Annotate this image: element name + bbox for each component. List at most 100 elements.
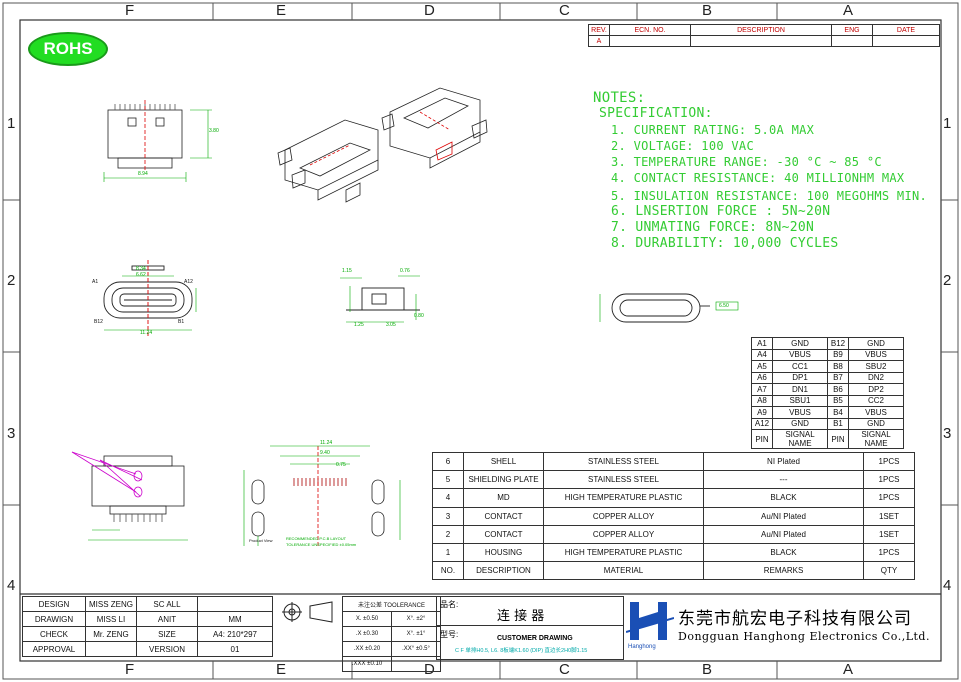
pin-cell: GND: [772, 417, 828, 430]
tb-cell: MISS ZENG: [85, 596, 137, 612]
company-name-cn: 东莞市航宏电子科技有限公司: [678, 609, 912, 629]
bom-header: REMARKS: [703, 561, 864, 581]
spec-title: SPECIFICATION:: [599, 106, 713, 121]
zone-right-3: 3: [943, 425, 952, 442]
dim-label: 0.76: [400, 268, 410, 274]
pin-cell: A4: [751, 348, 773, 361]
rev-header-ecn: ECN. NO.: [609, 24, 691, 36]
spec-item: 1. CURRENT RATING: 5.0A MAX: [611, 123, 815, 137]
pin-cell: DN1: [772, 383, 828, 396]
dim-label: 1.15: [342, 268, 352, 274]
pin-cell: B8: [827, 360, 849, 373]
pin-label-a1: A1: [92, 279, 99, 285]
notes-title: NOTES:: [593, 90, 646, 106]
tolerance-label: TOLERANCE UNSPECIFIED ±0.05mm: [286, 542, 357, 547]
zone-bottom-b: B: [702, 661, 713, 678]
tol-cell: .X ±0.30: [342, 626, 392, 642]
opening-view: [103, 260, 197, 338]
rev-header-description: DESCRIPTION: [690, 24, 832, 36]
bom-cell: 1PCS: [863, 488, 915, 508]
rohs-badge: ROHS: [28, 32, 108, 66]
zone-bottom-a: A: [843, 661, 854, 678]
pin-cell: B1: [827, 417, 849, 430]
tb-cell: A4: 210*297: [197, 626, 273, 642]
pin-cell: DP2: [848, 383, 904, 396]
pin-cell: VBUS: [848, 406, 904, 419]
tb-cell: DRAWIGN: [22, 611, 86, 627]
rev-header-rev: REV.: [588, 24, 610, 36]
pin-cell: A9: [751, 406, 773, 419]
bom-header: MATERIAL: [543, 561, 704, 581]
dim-label: 3.80: [209, 128, 219, 134]
zone-top-d: D: [424, 2, 435, 19]
pin-cell: DN2: [848, 371, 904, 384]
model-label: 型号:: [440, 630, 459, 639]
tol-cell: [391, 656, 441, 672]
bom-cell: STAINLESS STEEL: [543, 470, 704, 490]
dim-label: 11.24: [140, 330, 153, 336]
spec-item: 3. TEMPERATURE RANGE: -30 °C ~ 85 °C: [611, 155, 882, 169]
tb-cell: ANIT: [136, 611, 198, 627]
tol-cell: .XX ±0.20: [342, 641, 392, 657]
pin-header: PIN: [827, 429, 849, 449]
bom-cell: CONTACT: [463, 524, 544, 544]
bom-cell: BLACK: [703, 542, 864, 563]
plug-outline-view: [599, 293, 739, 323]
part-number: C F 单排H0.5, L6. 8板端K1.60 (DIP) 直边长2H0脚1.…: [455, 648, 588, 654]
rev-cell: [609, 35, 691, 47]
zone-bottom-f: F: [125, 661, 135, 678]
pin-cell: VBUS: [848, 348, 904, 361]
rev-cell: [831, 35, 873, 47]
pin-cell: DP1: [772, 371, 828, 384]
zone-left-2: 2: [7, 272, 16, 289]
recommend-label: RECOMMENDED P.C.B LAYOUT: [286, 536, 347, 541]
spec-item: 6. LNSERTION FORCE : 5N~20N: [611, 204, 831, 219]
rev-cell: [872, 35, 940, 47]
pin-header: SIGNAL NAME: [772, 429, 828, 449]
bom-cell: STAINLESS STEEL: [543, 451, 704, 472]
tb-cell: SC ALL: [136, 596, 198, 612]
dim-label: 0.75: [336, 462, 346, 468]
pin-cell: GND: [772, 337, 828, 350]
tol-cell: .XXX ±0.10: [342, 656, 392, 672]
bom-cell: SHIELDING PLATE: [463, 470, 544, 490]
pin-cell: A6: [751, 371, 773, 384]
rev-cell: [690, 35, 832, 47]
bom-cell: 1: [432, 542, 464, 563]
zone-right-2: 2: [943, 272, 952, 289]
company-logo-icon: [626, 602, 674, 640]
bom-cell: 1PCS: [863, 451, 915, 472]
zone-top-c: C: [559, 2, 570, 19]
bom-cell: 1SET: [863, 506, 915, 526]
bottom-detail-view: [71, 451, 188, 541]
bom-cell: COPPER ALLOY: [543, 506, 704, 526]
tb-cell: APPROVAL: [22, 641, 86, 657]
name-label: 品名:: [440, 600, 459, 609]
zone-left-4: 4: [7, 577, 16, 594]
bom-cell: 3: [432, 506, 464, 526]
company-name-en: Dongguan Hanghong Electronics Co.,Ltd.: [678, 630, 930, 643]
product-view-label: Product View: [249, 538, 273, 543]
pin-cell: A1: [751, 337, 773, 350]
tb-cell: MM: [197, 611, 273, 627]
bom-cell: ---: [703, 470, 864, 490]
pin-cell: A7: [751, 383, 773, 396]
spec-item: 2. VOLTAGE: 100 VAC: [611, 139, 754, 153]
rev-header-date: DATE: [872, 24, 940, 36]
bom-cell: 1PCS: [863, 542, 915, 563]
dim-label: 1.25: [354, 322, 364, 328]
tb-cell: Mr. ZENG: [85, 626, 137, 642]
tol-cell: X. ±0.50: [342, 611, 392, 627]
bom-cell: 6: [432, 451, 464, 472]
dim-label: 11.24: [320, 440, 333, 446]
front-view-drawing: [103, 100, 212, 182]
tb-cell: VERSION: [136, 641, 198, 657]
bom-cell: HOUSING: [463, 542, 544, 563]
zone-top-a: A: [843, 2, 854, 19]
pin-cell: B12: [827, 337, 849, 350]
bom-cell: 5: [432, 470, 464, 490]
bom-cell: 1PCS: [863, 470, 915, 490]
pin-cell: GND: [848, 337, 904, 350]
pin-cell: A12: [751, 417, 773, 430]
